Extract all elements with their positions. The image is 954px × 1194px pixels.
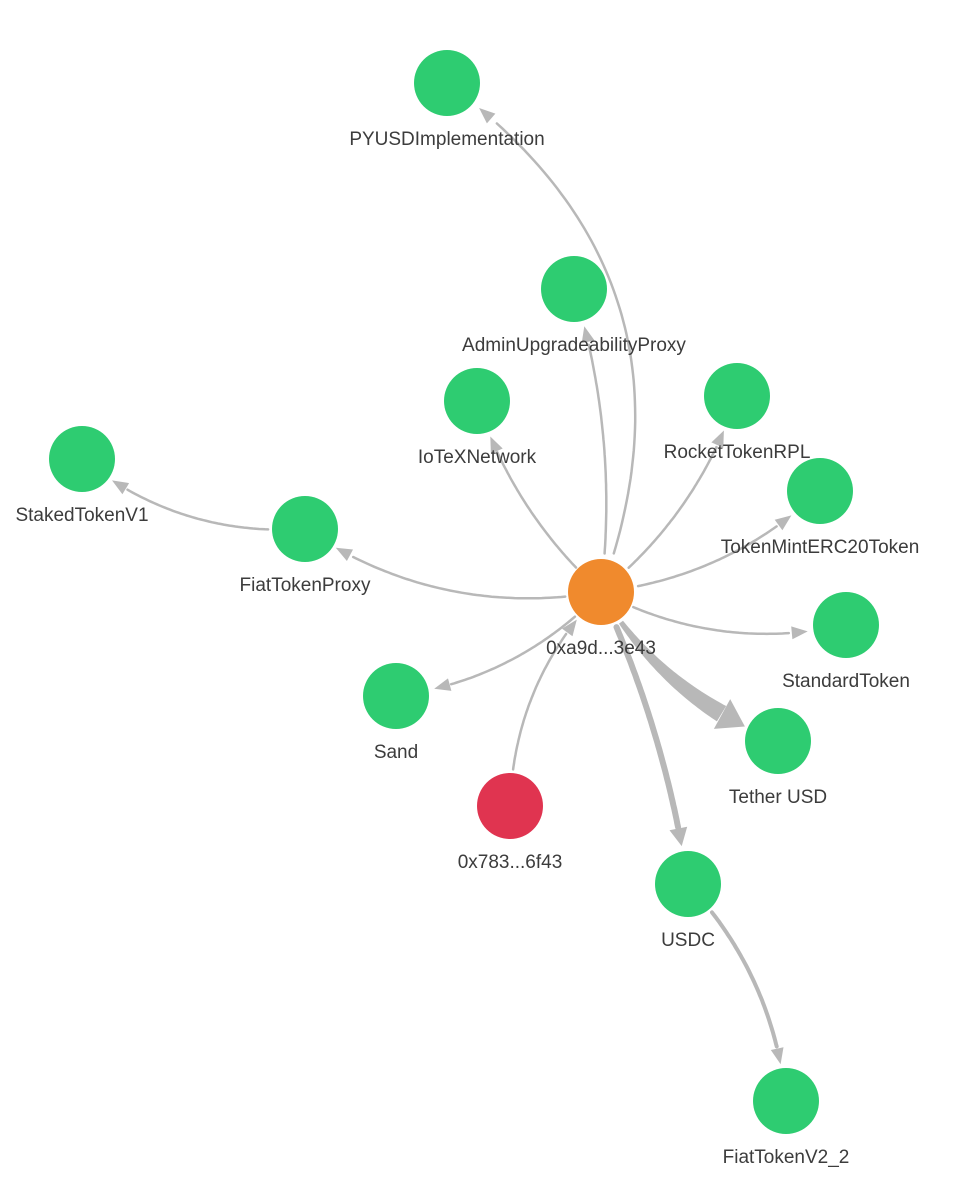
arrowhead-standard-token: [791, 626, 808, 640]
edge-center-address-to-fiat-token-proxy: [335, 547, 567, 600]
arrowhead-sand: [434, 678, 452, 691]
edge-center-address-to-iotex-network: [490, 436, 578, 569]
node-fiat-token-v2-2[interactable]: [753, 1068, 819, 1134]
node-label-flagged-address: 0x783...6f43: [458, 852, 563, 873]
node-rocket-token-rpl[interactable]: [704, 363, 770, 429]
arrowhead-rocket-token-rpl: [711, 430, 724, 448]
edge-center-address-to-token-mint-erc20-token: [636, 515, 792, 588]
node-tether-usd[interactable]: [745, 708, 811, 774]
node-label-staked-token-v1: StakedTokenV1: [15, 505, 148, 526]
node-layer: [49, 50, 879, 1134]
edge-fiat-token-proxy-to-staked-token-v1: [112, 480, 270, 531]
edge-center-address-to-standard-token: [632, 605, 808, 640]
arrowhead-fiat-token-proxy: [335, 547, 353, 561]
edge-center-address-to-pyusd-implementation: [479, 108, 637, 555]
node-pyusd-implementation[interactable]: [414, 50, 480, 116]
edge-layer: [112, 108, 808, 1065]
node-label-admin-upgradeability-proxy: AdminUpgradeabilityProxy: [462, 335, 686, 356]
node-label-standard-token: StandardToken: [782, 671, 910, 692]
node-label-sand: Sand: [374, 742, 418, 763]
edge-center-address-to-admin-upgradeability-proxy: [581, 326, 608, 555]
node-staked-token-v1[interactable]: [49, 426, 115, 492]
node-sand[interactable]: [363, 663, 429, 729]
arrowhead-staked-token-v1: [112, 480, 130, 495]
node-token-mint-erc20-token[interactable]: [787, 458, 853, 524]
node-label-fiat-token-proxy: FiatTokenProxy: [240, 575, 371, 596]
arrowhead-center-address: [562, 619, 577, 637]
node-iotex-network[interactable]: [444, 368, 510, 434]
edge-center-address-to-rocket-token-rpl: [627, 430, 724, 569]
edge-center-address-to-usdc: [613, 624, 688, 847]
arrowhead-admin-upgradeability-proxy: [581, 326, 595, 344]
arrowhead-token-mint-erc20-token: [774, 515, 792, 531]
arrowhead-fiat-token-v2-2: [770, 1047, 784, 1065]
node-label-usdc: USDC: [661, 930, 715, 951]
node-label-rocket-token-rpl: RocketTokenRPL: [664, 442, 811, 463]
node-flagged-address[interactable]: [477, 773, 543, 839]
arrowhead-usdc: [669, 826, 688, 847]
node-label-center-address: 0xa9d...3e43: [546, 638, 656, 659]
arrowhead-pyusd-implementation: [479, 108, 496, 124]
node-label-pyusd-implementation: PYUSDImplementation: [349, 129, 544, 150]
edge-usdc-to-fiat-token-v2-2: [710, 910, 784, 1065]
node-fiat-token-proxy[interactable]: [272, 496, 338, 562]
node-standard-token[interactable]: [813, 592, 879, 658]
edge-flagged-address-to-center-address: [511, 619, 577, 771]
edge-center-address-to-tether-usd: [619, 620, 745, 729]
edge-center-address-to-sand: [434, 615, 577, 691]
node-center-address[interactable]: [568, 559, 634, 625]
label-layer: 0xa9d...3e43 PYUSDImplementationAdminUpgr…: [15, 129, 919, 1168]
arrowhead-tether-usd: [713, 699, 745, 729]
node-label-tether-usd: Tether USD: [729, 787, 827, 808]
node-label-token-mint-erc20-token: TokenMintERC20Token: [721, 537, 920, 558]
node-label-fiat-token-v2-2: FiatTokenV2_2: [723, 1147, 850, 1168]
arrowhead-iotex-network: [490, 436, 503, 454]
node-usdc[interactable]: [655, 851, 721, 917]
node-admin-upgradeability-proxy[interactable]: [541, 256, 607, 322]
node-label-iotex-network: IoTeXNetwork: [418, 447, 537, 468]
